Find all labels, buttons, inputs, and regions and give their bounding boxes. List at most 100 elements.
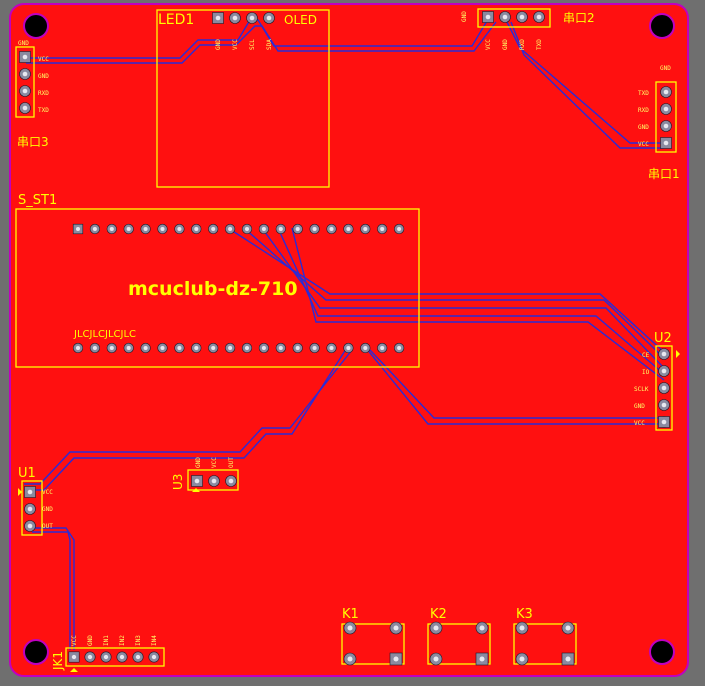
uart1-pin-label: RXD bbox=[638, 107, 649, 114]
uart2-pin-label: VCC bbox=[485, 39, 492, 50]
trace bbox=[261, 227, 665, 369]
u1-pad-hole bbox=[27, 489, 33, 495]
jk1-pad-hole bbox=[151, 654, 157, 660]
jk1-pad-hole bbox=[119, 654, 125, 660]
k2-ref: K2 bbox=[430, 607, 447, 622]
trace bbox=[243, 227, 665, 359]
pads bbox=[19, 11, 672, 666]
mcu-bottom-pad-hole bbox=[380, 345, 385, 351]
uart3-pad-hole bbox=[22, 71, 28, 77]
jk1-pin-label: IN1 bbox=[103, 635, 110, 646]
jk1-pin-label: VCC bbox=[71, 635, 78, 646]
mcu-bottom-pad-hole bbox=[109, 345, 114, 351]
pin1-marker bbox=[676, 350, 680, 358]
u2-ref: U2 bbox=[654, 331, 672, 346]
u2-outline bbox=[655, 345, 673, 431]
k3-outline bbox=[513, 623, 577, 665]
silk-text: LED1 OLED 串口2 串口3 串口1 S_ST1 mcuclub-dz-7… bbox=[17, 11, 680, 671]
trace bbox=[369, 349, 664, 419]
jk1-ref: JK1 bbox=[51, 651, 65, 671]
mcu-top-pad-hole bbox=[92, 226, 97, 232]
trace bbox=[227, 227, 665, 353]
key-pad-hole bbox=[347, 625, 353, 631]
jk1-pin-label: IN2 bbox=[119, 635, 126, 646]
mounting-holes bbox=[23, 13, 675, 665]
jk1-pin-label: IN4 bbox=[151, 635, 158, 646]
u1-pin-label: OUT bbox=[42, 523, 53, 530]
mcu-bottom-pad-hole bbox=[228, 345, 233, 351]
uart2-pin-label: TXD bbox=[536, 39, 543, 50]
uart3-pin-label: VCC bbox=[38, 56, 49, 63]
uart3-pin-label: RXD bbox=[38, 90, 49, 97]
trace bbox=[365, 347, 664, 425]
led1-ref: LED1 bbox=[158, 12, 194, 28]
u3-pin-label: GND bbox=[195, 457, 202, 468]
key-pad-hole bbox=[479, 625, 485, 631]
u2-pin-label: CE bbox=[642, 352, 650, 359]
mcu-outline bbox=[15, 208, 420, 368]
mcu-bottom-pad-hole bbox=[75, 345, 81, 351]
uart2-pin-label: RXD bbox=[519, 39, 526, 50]
mcu-top-pad-hole bbox=[177, 226, 182, 232]
u2-pad-hole bbox=[661, 351, 667, 357]
mcu-top-pad-hole bbox=[329, 226, 334, 232]
key-pad-hole bbox=[433, 656, 439, 662]
mcu-bottom-pad-hole bbox=[92, 345, 97, 351]
trace bbox=[510, 21, 664, 149]
mcu-top-pad-hole bbox=[261, 226, 266, 232]
mcu-top-pad-hole bbox=[211, 226, 216, 232]
uart1-pin-label: GND bbox=[638, 124, 649, 131]
uart1-pin-label: TXD bbox=[638, 90, 649, 97]
uart1-tag: GND bbox=[660, 65, 671, 72]
mcu-top-pad-hole bbox=[109, 226, 114, 232]
u3-outline bbox=[187, 469, 239, 491]
u2-pad-hole bbox=[661, 419, 667, 425]
k2-outline bbox=[427, 623, 491, 665]
uart1-pin-label: VCC bbox=[638, 141, 649, 148]
mcu-top-pad-hole bbox=[278, 226, 283, 232]
key-pad-hole bbox=[347, 656, 353, 662]
board-copper bbox=[9, 3, 689, 677]
mounting-hole bbox=[23, 13, 49, 39]
mcu-bottom-pad-hole bbox=[177, 345, 182, 351]
uart1-ref: 串口1 bbox=[648, 167, 680, 181]
mcu-top-pad-hole bbox=[228, 226, 233, 232]
mcu-ref: S_ST1 bbox=[18, 193, 57, 208]
mcu-top-pad-hole bbox=[75, 226, 81, 232]
uart3-pad-hole bbox=[22, 105, 28, 111]
trace bbox=[32, 531, 71, 650]
mcu-top-pad-hole bbox=[397, 226, 402, 232]
key-pad-hole bbox=[393, 656, 399, 662]
uart3-pin-label: GND bbox=[38, 73, 49, 80]
u2-pin-label: IO bbox=[642, 369, 650, 376]
u2-pin-label: SCLK bbox=[634, 386, 649, 393]
mounting-hole bbox=[23, 639, 49, 665]
pin1-markers bbox=[18, 350, 680, 672]
mcu-top-pad-hole bbox=[160, 226, 165, 232]
board-subtext: JLCJLCJLCJLC bbox=[73, 329, 136, 340]
trace bbox=[24, 349, 353, 485]
u3-pad-hole bbox=[194, 478, 200, 484]
traces bbox=[24, 15, 665, 650]
key-pad-hole bbox=[393, 625, 399, 631]
mcu-bottom-pad-hole bbox=[126, 345, 131, 351]
uart1-pad-hole bbox=[663, 123, 669, 129]
key-pad-hole bbox=[519, 625, 525, 631]
key-pad-hole bbox=[479, 656, 485, 662]
mcu-bottom-pad-hole bbox=[312, 345, 317, 351]
jk1-pad-hole bbox=[135, 654, 141, 660]
mcu-top-pad-hole bbox=[312, 226, 317, 232]
uart2-pad-hole bbox=[485, 14, 491, 20]
k1-ref: K1 bbox=[342, 607, 359, 622]
key-pad-hole bbox=[519, 656, 525, 662]
mcu-top-pad-hole bbox=[380, 226, 385, 232]
uart2-pad-hole bbox=[519, 14, 525, 20]
uart1-pad-hole bbox=[663, 140, 669, 146]
uart2-ref: 串口2 bbox=[563, 11, 595, 25]
jk1-pad-hole bbox=[103, 654, 109, 660]
trace bbox=[291, 227, 665, 381]
oled-pad-hole bbox=[232, 15, 238, 21]
u3-pin-label: VCC bbox=[211, 457, 218, 468]
uart3-pin-label: TXD bbox=[38, 107, 49, 114]
